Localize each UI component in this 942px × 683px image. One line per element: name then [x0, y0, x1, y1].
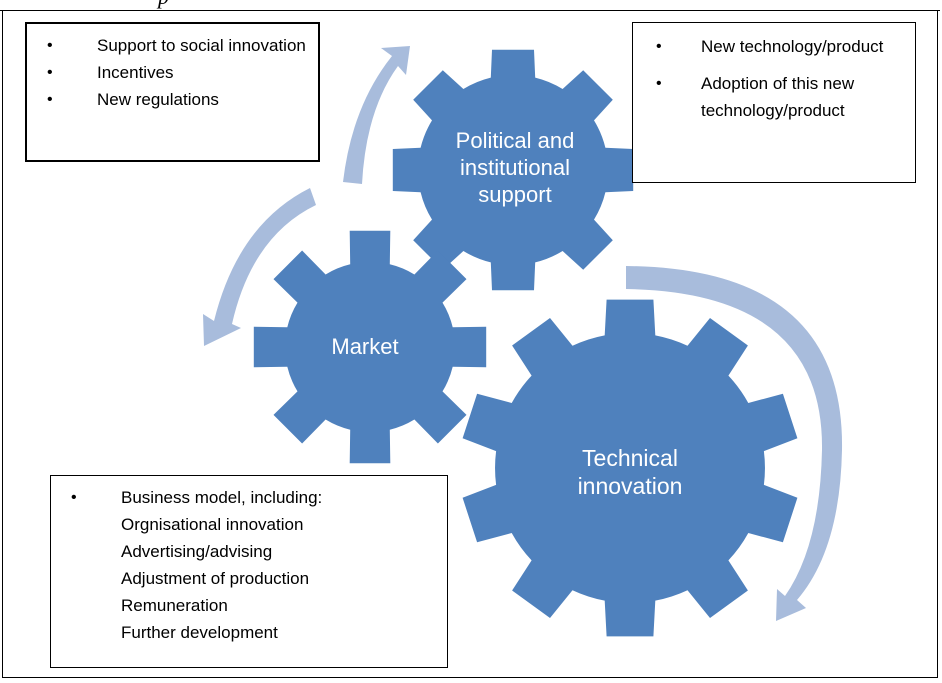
arrow-market-to-political — [343, 46, 410, 184]
diagram-frame — [2, 10, 938, 678]
sub-item: Further development — [121, 623, 278, 642]
list-item: •New regulations — [47, 86, 307, 113]
arrow-political-to-market — [203, 188, 316, 346]
list-item: •New technology/product — [656, 33, 906, 60]
sub-item: Remuneration — [121, 596, 228, 615]
bullet-icon: • — [71, 489, 77, 506]
gear-technical — [462, 299, 798, 637]
box-technology-adoption: •New technology/product •Adoption of thi… — [632, 22, 916, 183]
list-item: •Support to social innovation — [47, 32, 307, 59]
gear-label-political: Political and institutional support — [455, 128, 575, 207]
list-item: •Business model, including: — [71, 484, 441, 511]
gear-political — [392, 49, 634, 291]
box-business-model: •Business model, including: Orgnisationa… — [50, 475, 448, 668]
gear-market — [253, 230, 487, 464]
sub-item: Advertising/advising — [121, 542, 273, 561]
bullet-icon: • — [47, 37, 53, 54]
sub-item: Orgnisational innovation — [121, 515, 304, 534]
gear-label-technical: Technical innovation — [577, 445, 683, 500]
bullet-icon: • — [656, 75, 662, 92]
list-item: •Adoption of this new technology/product — [656, 70, 906, 124]
bullet-icon: • — [47, 91, 53, 108]
bullet-icon: • — [47, 64, 53, 81]
page-header-fragment: p — [158, 0, 169, 10]
sub-item: Adjustment of production — [121, 569, 310, 588]
box-political-measures: •Support to social innovation •Incentive… — [25, 22, 320, 162]
bullet-icon: • — [656, 38, 662, 55]
gear-label-market: Market — [331, 334, 399, 359]
list-item: •Incentives — [47, 59, 307, 86]
